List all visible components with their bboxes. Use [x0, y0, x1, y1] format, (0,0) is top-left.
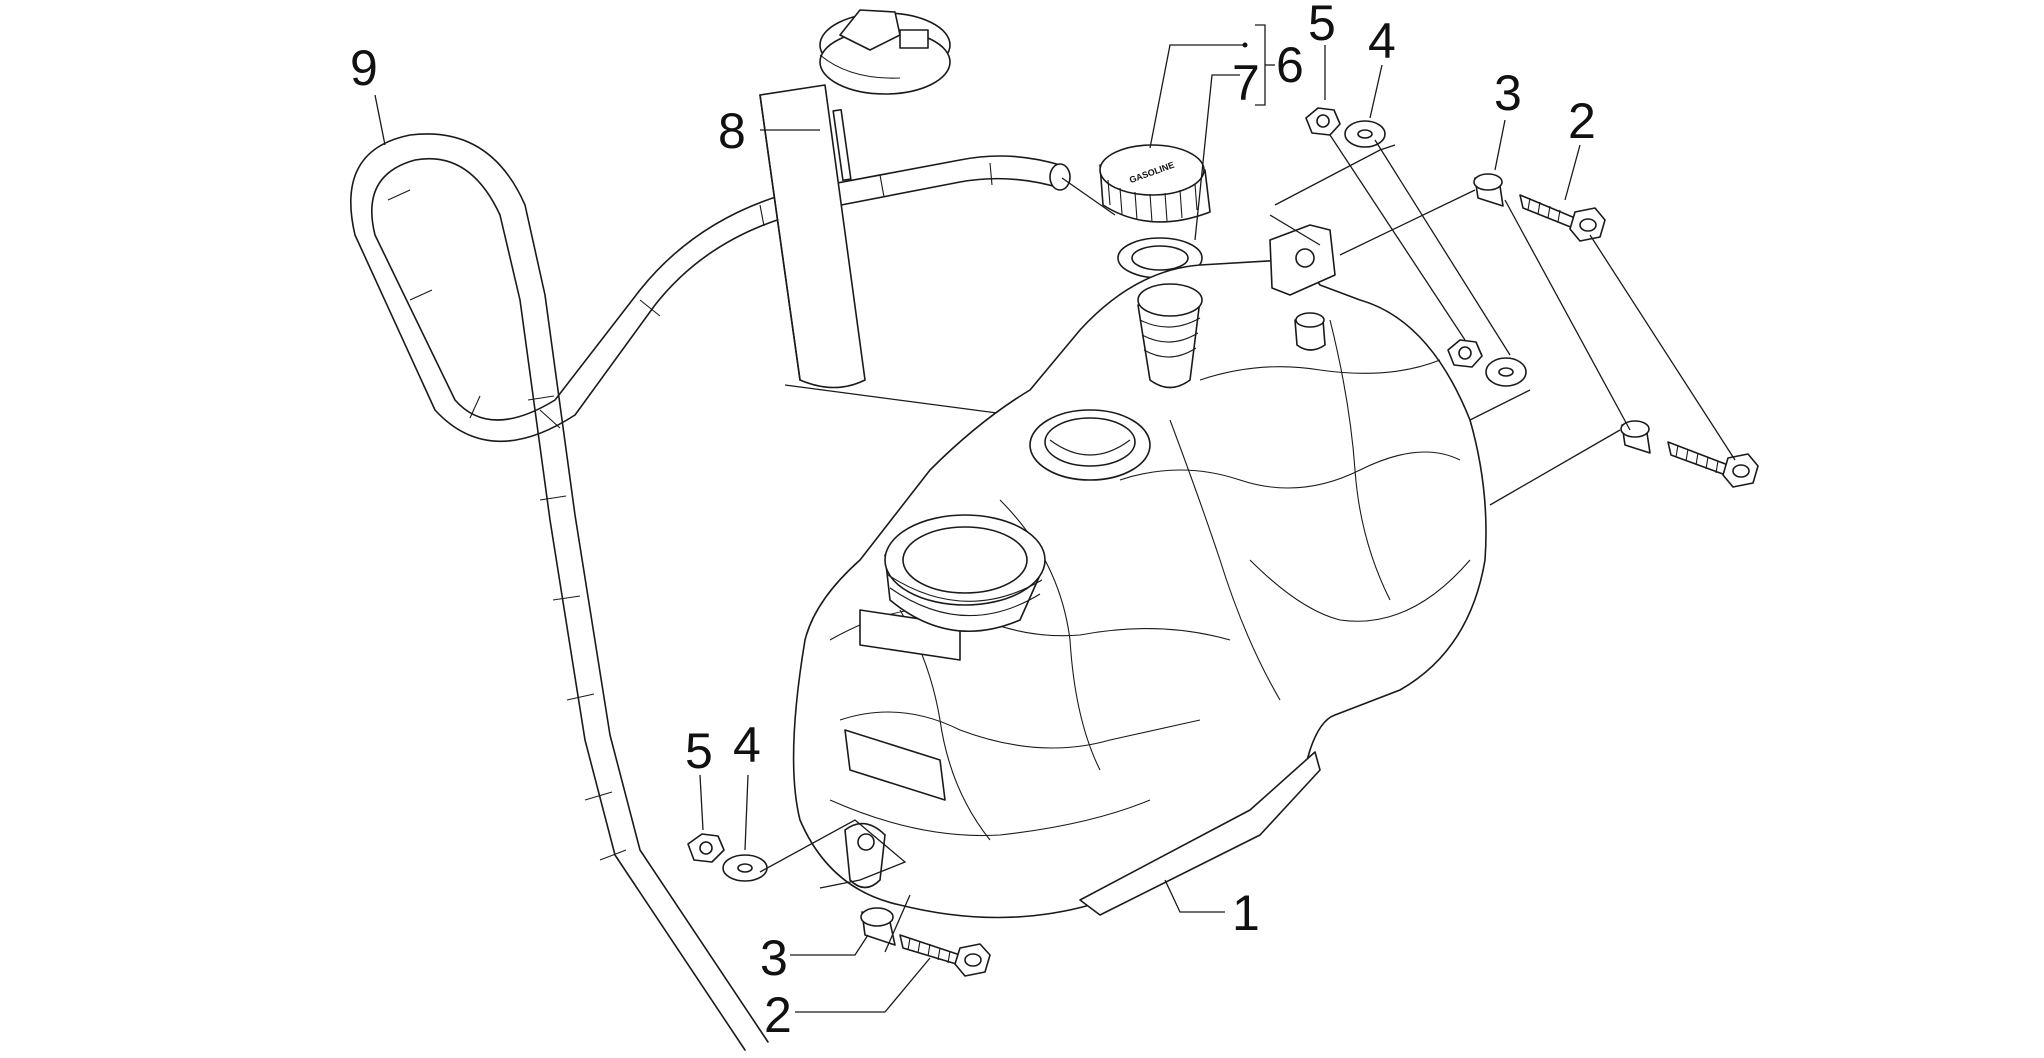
fuel-tank-part-1 [792, 224, 1487, 919]
fuel-level-sender-part-8 [759, 9, 951, 389]
callout-8: 8 [718, 103, 746, 159]
fuel-cap-part-6: GASOLINE [1099, 144, 1211, 223]
callout-4-top: 4 [1368, 13, 1396, 69]
callout-2-bottom: 2 [764, 987, 792, 1043]
callout-6: 6 [1276, 37, 1304, 93]
hardware-upper-set [1269, 107, 1759, 506]
hardware-bottom-set [687, 819, 991, 977]
callout-leaders [374, 24, 1581, 1013]
callout-3-top: 3 [1494, 65, 1522, 121]
callout-5-bottom: 5 [685, 723, 713, 779]
callout-3-bottom: 3 [760, 930, 788, 986]
leader-cap-to-tank [1061, 177, 1116, 216]
callout-2-top: 2 [1568, 93, 1596, 149]
vent-hose-part-9 [350, 133, 1071, 1051]
callout-5-top: 5 [1308, 0, 1336, 51]
callout-9: 9 [350, 40, 378, 96]
callout-1: 1 [1232, 885, 1260, 941]
callout-labels: 9 8 7 6 5 4 3 2 1 5 4 3 2 [350, 0, 1596, 1043]
cap-gasket-part-7 [1117, 237, 1203, 279]
callout-7: 7 [1232, 55, 1260, 111]
callout-4-bottom: 4 [733, 717, 761, 773]
